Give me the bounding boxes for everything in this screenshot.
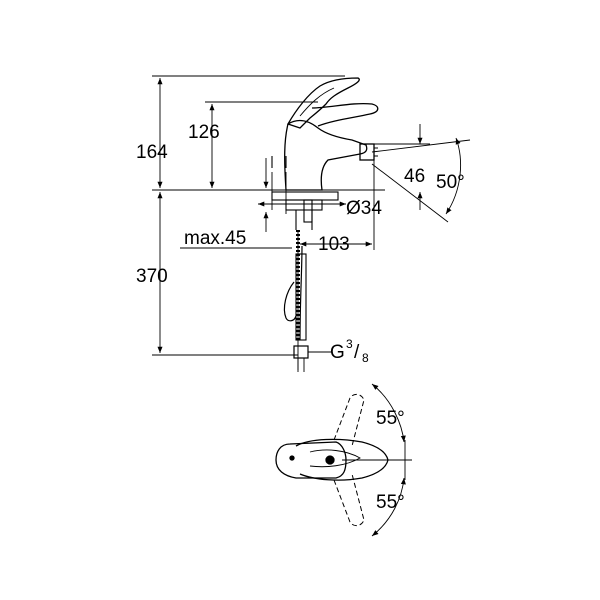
spout-arm [311,102,379,127]
hose-sleeve [295,253,307,341]
hose-loop [283,281,297,322]
deck-plate [271,191,339,201]
swivel-arc-top [371,383,406,443]
top-lever-indicator [325,455,335,465]
swivel-arc-bottom [371,477,406,537]
dim-label-max45: max.45 [184,228,246,249]
dim-label-thread-sub: 8 [362,351,369,365]
dim-label-50deg: 50° [436,172,465,193]
dim-label-103: 103 [318,234,350,255]
swivel-label-bottom: 55° [376,492,405,513]
top-view [275,383,412,537]
swivel-ghost-bottom [333,473,365,527]
dim-label-370: 370 [136,266,168,287]
shank-fastener [303,199,313,223]
top-lever-inner [309,449,361,468]
spray-axis-angle-line [371,163,449,223]
top-lever [295,438,389,481]
dim-label-dia34: Ø34 [346,198,382,219]
lever-handle-inner [299,87,335,117]
dim-label-126: 126 [188,122,220,143]
spray-axis-line [371,139,471,153]
swivel-label-top: 55° [376,408,405,429]
angle-arc-50 [445,137,461,215]
connector-nut [293,345,309,359]
faucet-body [284,119,368,191]
dim-label-thread-sup: 3 [346,337,353,351]
side-view [152,75,471,372]
hose-main [299,245,303,341]
swivel-ghost-top [333,393,365,447]
dim-label-thread-g: G [330,342,345,363]
dim-label-164: 164 [136,142,168,163]
top-body [275,441,347,479]
top-body-dot [289,455,295,461]
lever-handle [287,77,360,129]
dim-label-thread-slash: / [354,342,360,363]
dim-label-46: 46 [404,166,425,187]
